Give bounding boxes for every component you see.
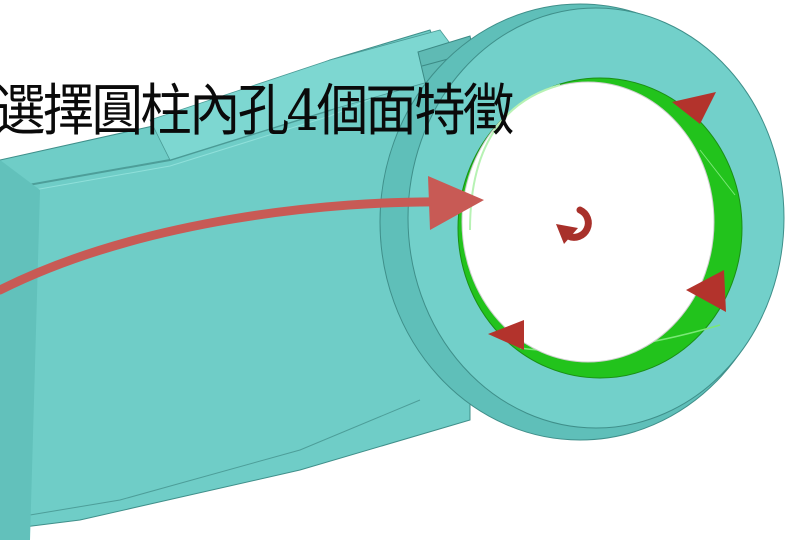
callout-arrow-head [428, 176, 484, 230]
rod-arm-lower-edge [0, 399, 421, 521]
rod-arm-left-shade [0, 160, 40, 540]
big-end-boss[interactable] [379, 3, 785, 441]
bore-selected-face-seam-2 [699, 149, 736, 196]
direction-marker-right [686, 270, 726, 312]
face-direction-markers [488, 92, 726, 350]
direction-marker-top-right [672, 92, 716, 124]
callout-arrow [0, 176, 484, 295]
callout-arrow-shaft [0, 197, 455, 295]
instruction-caption: 選擇圓柱內孔4個面特徵 [0, 79, 514, 144]
rod-arm-top-bevel-inner [0, 85, 403, 197]
direction-marker-bottom-left [488, 320, 524, 350]
rotate-marker-center [556, 206, 592, 244]
